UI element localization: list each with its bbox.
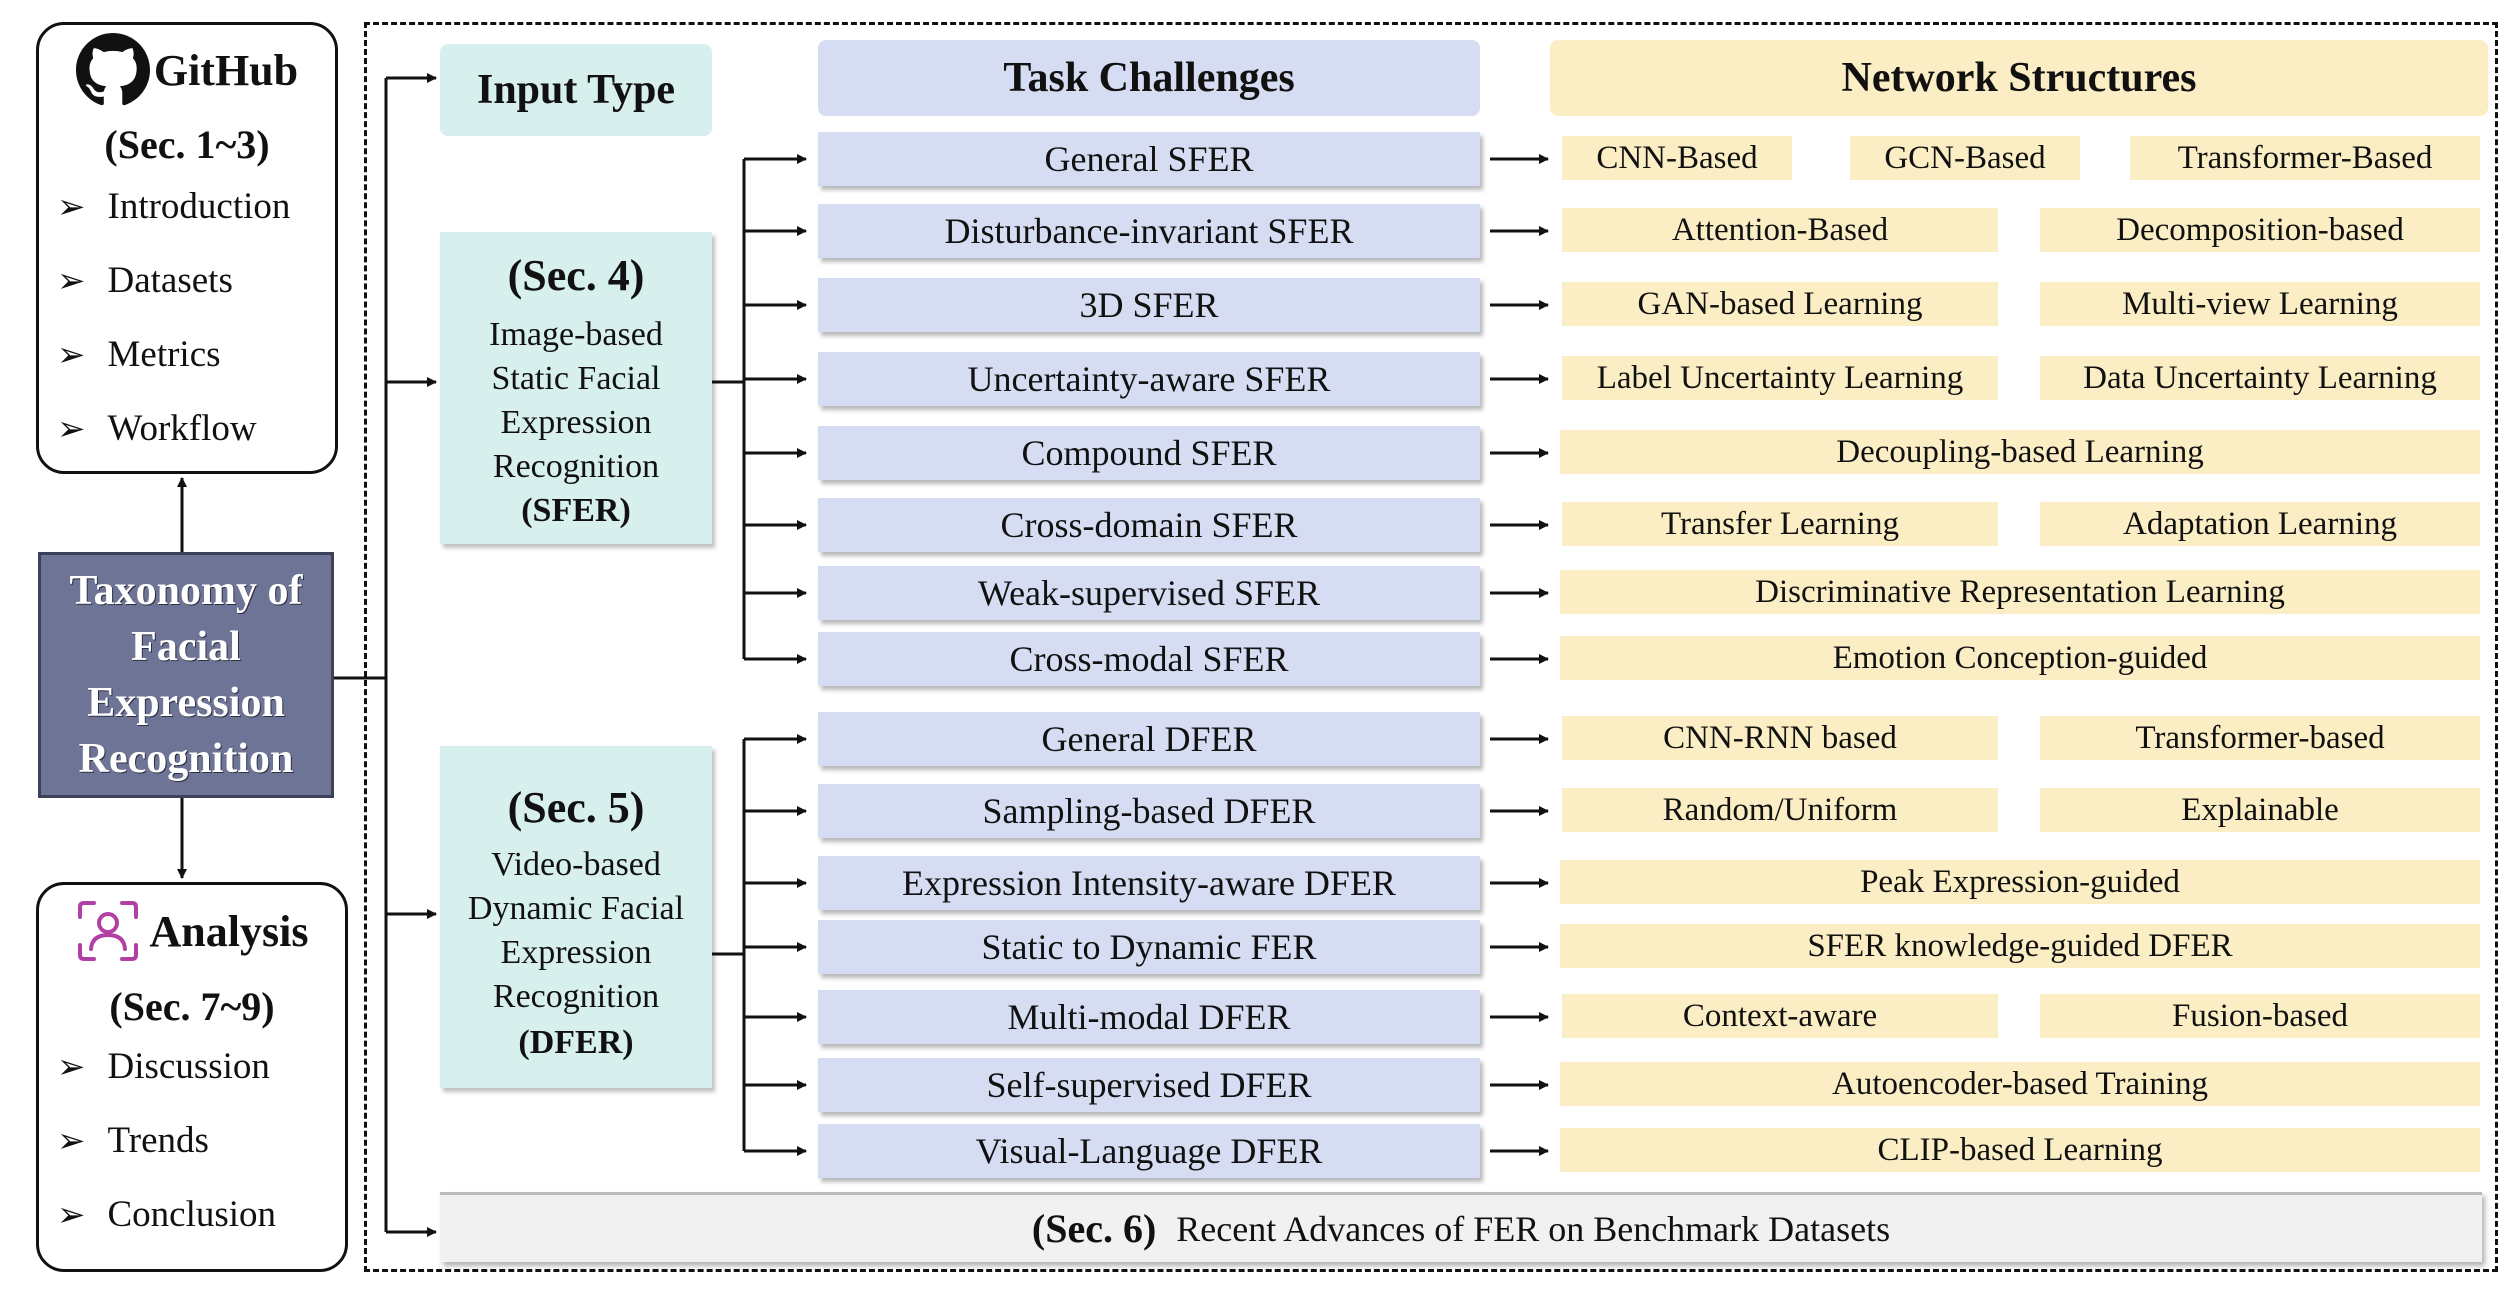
github-title-row: GitHub — [39, 33, 335, 107]
github-box: GitHub (Sec. 1~3) ➢ Introduction ➢ Datasets… — [36, 22, 338, 474]
network-structure-box: Transfer Learning — [1562, 502, 1998, 546]
network-structure-box: Decomposition-based — [2040, 208, 2480, 252]
benchmark-section: (Sec. 6) — [1031, 1206, 1157, 1251]
dfer-line: Expression — [500, 934, 652, 971]
analysis-box: Analysis (Sec. 7~9) ➢ Discussion ➢ Trends ➢ C… — [36, 882, 348, 1272]
dfer-section: (Sec. 5) — [507, 783, 645, 832]
dfer-abbr: (DFER) — [518, 1024, 634, 1061]
task-challenge-box: Expression Intensity-aware DFER — [818, 856, 1480, 910]
task-challenge-box: Cross-domain SFER — [818, 498, 1480, 552]
analysis-item-label: Trends — [107, 1120, 209, 1161]
bullet-arrow-icon: ➢ — [57, 1122, 86, 1160]
header-input-type: Input Type — [440, 44, 712, 136]
github-item-label: Introduction — [107, 186, 291, 227]
bullet-arrow-icon: ➢ — [57, 410, 86, 448]
task-challenge-box: Disturbance-invariant SFER — [818, 204, 1480, 258]
task-challenge-box: Self-supervised DFER — [818, 1058, 1480, 1112]
task-challenge-box: Sampling-based DFER — [818, 784, 1480, 838]
analysis-item: ➢ Conclusion — [57, 1193, 276, 1236]
network-structure-box: Label Uncertainty Learning — [1562, 356, 1998, 400]
network-structure-box: Multi-view Learning — [2040, 282, 2480, 326]
task-challenge-box: Cross-modal SFER — [818, 632, 1480, 686]
taxonomy-frame — [364, 22, 2498, 1272]
network-structure-box: Discriminative Representation Learning — [1560, 570, 2480, 614]
network-structure-box: Random/Uniform — [1562, 788, 1998, 832]
task-challenge-box: Static to Dynamic FER — [818, 920, 1480, 974]
github-title: GitHub — [153, 45, 299, 95]
dfer-group: (Sec. 5) Video-based Dynamic Facial Expr… — [440, 746, 712, 1088]
bullet-arrow-icon: ➢ — [57, 262, 86, 300]
bullet-arrow-icon: ➢ — [57, 1196, 86, 1234]
task-challenge-box: Weak-supervised SFER — [818, 566, 1480, 620]
benchmark-box: (Sec. 6) Recent Advances of FER on Bench… — [440, 1192, 2482, 1262]
network-structure-box: Peak Expression-guided — [1560, 860, 2480, 904]
analysis-item-label: Discussion — [107, 1046, 270, 1087]
github-item: ➢ Metrics — [57, 333, 221, 376]
benchmark-text: Recent Advances of FER on Benchmark Data… — [1176, 1208, 1891, 1249]
sfer-line: Expression — [500, 404, 652, 441]
github-item-label: Metrics — [107, 334, 221, 375]
github-item-label: Datasets — [107, 260, 233, 301]
sfer-line: Image-based — [489, 316, 663, 353]
github-item: ➢ Introduction — [57, 185, 290, 228]
network-structure-box: Attention-Based — [1562, 208, 1998, 252]
github-item: ➢ Datasets — [57, 259, 233, 302]
analysis-title: Analysis — [149, 906, 309, 956]
github-sections: (Sec. 1~3) — [104, 122, 270, 167]
bullet-arrow-icon: ➢ — [57, 1048, 86, 1086]
taxonomy-box: Taxonomy of Facial Expression Recognitio… — [38, 552, 334, 798]
task-challenge-box: 3D SFER — [818, 278, 1480, 332]
github-item-label: Workflow — [107, 408, 257, 449]
analysis-item-label: Conclusion — [107, 1194, 277, 1235]
network-structure-box: Transformer-based — [2040, 716, 2480, 760]
analysis-item: ➢ Discussion — [57, 1045, 270, 1088]
network-structure-box: Context-aware — [1562, 994, 1998, 1038]
analysis-icon — [77, 901, 138, 961]
github-item: ➢ Workflow — [57, 407, 257, 450]
dfer-line: Recognition — [492, 978, 660, 1015]
github-icon — [75, 33, 150, 106]
analysis-title-row: Analysis — [39, 899, 345, 963]
dfer-line: Dynamic Facial — [467, 890, 685, 927]
network-structure-box: CNN-Based — [1562, 136, 1792, 180]
analysis-sections: (Sec. 7~9) — [109, 984, 275, 1029]
task-challenge-box: Compound SFER — [818, 426, 1480, 480]
network-structure-box: Autoencoder-based Training — [1560, 1062, 2480, 1106]
sfer-line: Recognition — [492, 448, 660, 485]
header-network-structures: Network Structures — [1550, 40, 2488, 116]
sfer-abbr: (SFER) — [521, 492, 631, 529]
task-challenge-box: Visual-Language DFER — [818, 1124, 1480, 1178]
task-challenge-box: General DFER — [818, 712, 1480, 766]
network-structure-box: Fusion-based — [2040, 994, 2480, 1038]
sfer-group: (Sec. 4) Image-based Static Facial Expre… — [440, 232, 712, 544]
network-structure-box: Decoupling-based Learning — [1560, 430, 2480, 474]
task-challenge-box: General SFER — [818, 132, 1480, 186]
network-structure-box: Adaptation Learning — [2040, 502, 2480, 546]
task-challenge-box: Multi-modal DFER — [818, 990, 1480, 1044]
task-challenge-box: Uncertainty-aware SFER — [818, 352, 1480, 406]
network-structure-box: GAN-based Learning — [1562, 282, 1998, 326]
network-structure-box: Data Uncertainty Learning — [2040, 356, 2480, 400]
network-structure-box: CLIP-based Learning — [1560, 1128, 2480, 1172]
sfer-line: Static Facial — [491, 360, 661, 397]
header-task-challenges: Task Challenges — [818, 40, 1480, 116]
bullet-arrow-icon: ➢ — [57, 336, 86, 374]
network-structure-box: GCN-Based — [1850, 136, 2080, 180]
dfer-line: Video-based — [491, 846, 661, 883]
sfer-section: (Sec. 4) — [507, 251, 645, 300]
analysis-item: ➢ Trends — [57, 1119, 209, 1162]
network-structure-box: Transformer-Based — [2130, 136, 2480, 180]
bullet-arrow-icon: ➢ — [57, 188, 86, 226]
network-structure-box: CNN-RNN based — [1562, 716, 1998, 760]
network-structure-box: SFER knowledge-guided DFER — [1560, 924, 2480, 968]
network-structure-box: Explainable — [2040, 788, 2480, 832]
network-structure-box: Emotion Conception-guided — [1560, 636, 2480, 680]
